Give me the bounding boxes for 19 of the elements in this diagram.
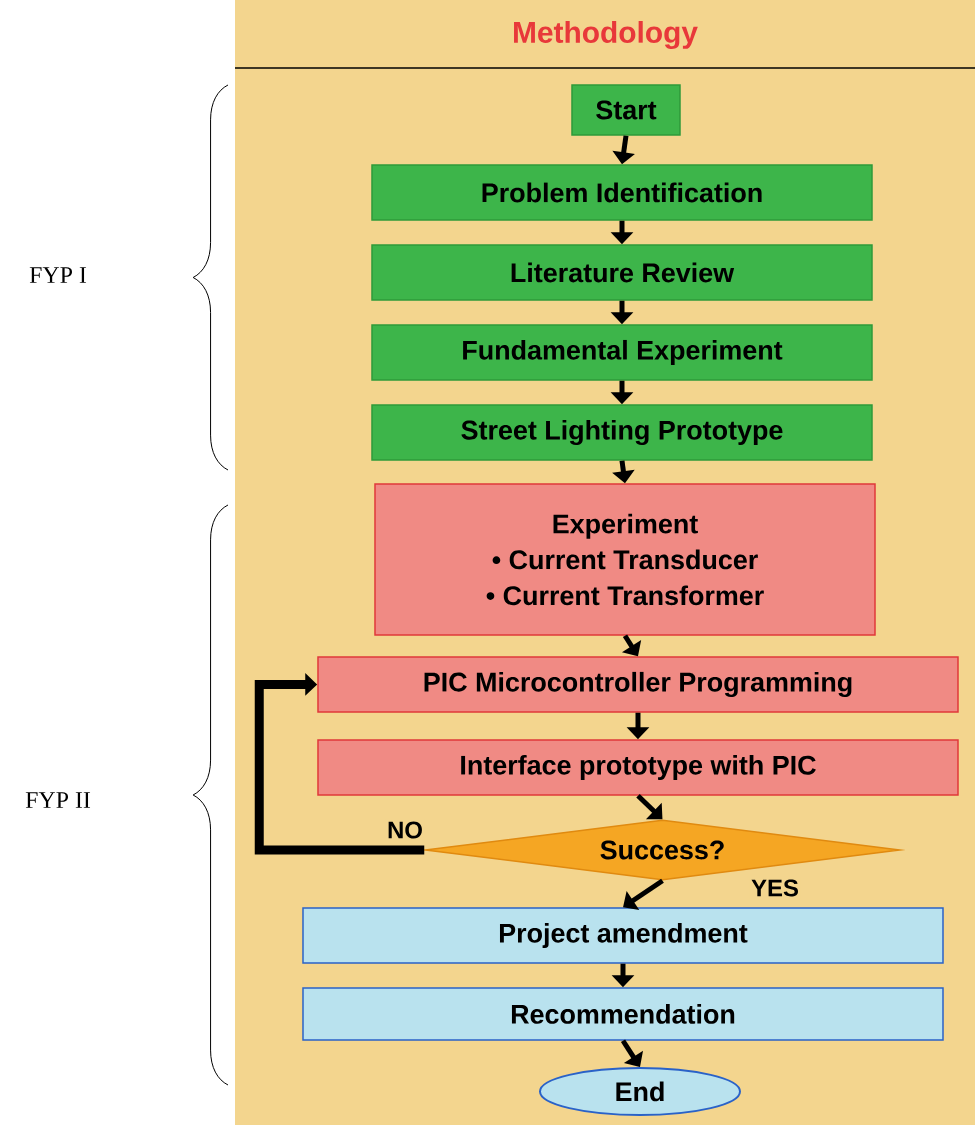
process-box: Fundamental Experiment [371,324,873,381]
process-box: Experiment • Current Transducer • Current Transformer [374,483,876,636]
phase-label: FYP II [25,792,91,808]
arrow [254,673,425,855]
edge-label: YES [749,877,801,899]
process-box: Street Lighting Prototype [371,404,873,461]
process-box: PIC Microcontroller Programming [317,656,959,713]
process-box: Problem Identification [371,164,873,221]
arrow [636,793,663,820]
phase-label: FYP I [29,267,87,283]
edge-label: NO [385,819,425,841]
process-box: Interface prototype with PIC [317,739,959,796]
arrow [623,878,664,910]
title: Methodology [514,21,698,49]
process-box: Start [571,84,681,136]
arrow [620,1039,643,1067]
process-box: Literature Review [371,244,873,301]
process-box: Recommendation [302,987,944,1041]
process-box: Project amendment [302,907,944,964]
